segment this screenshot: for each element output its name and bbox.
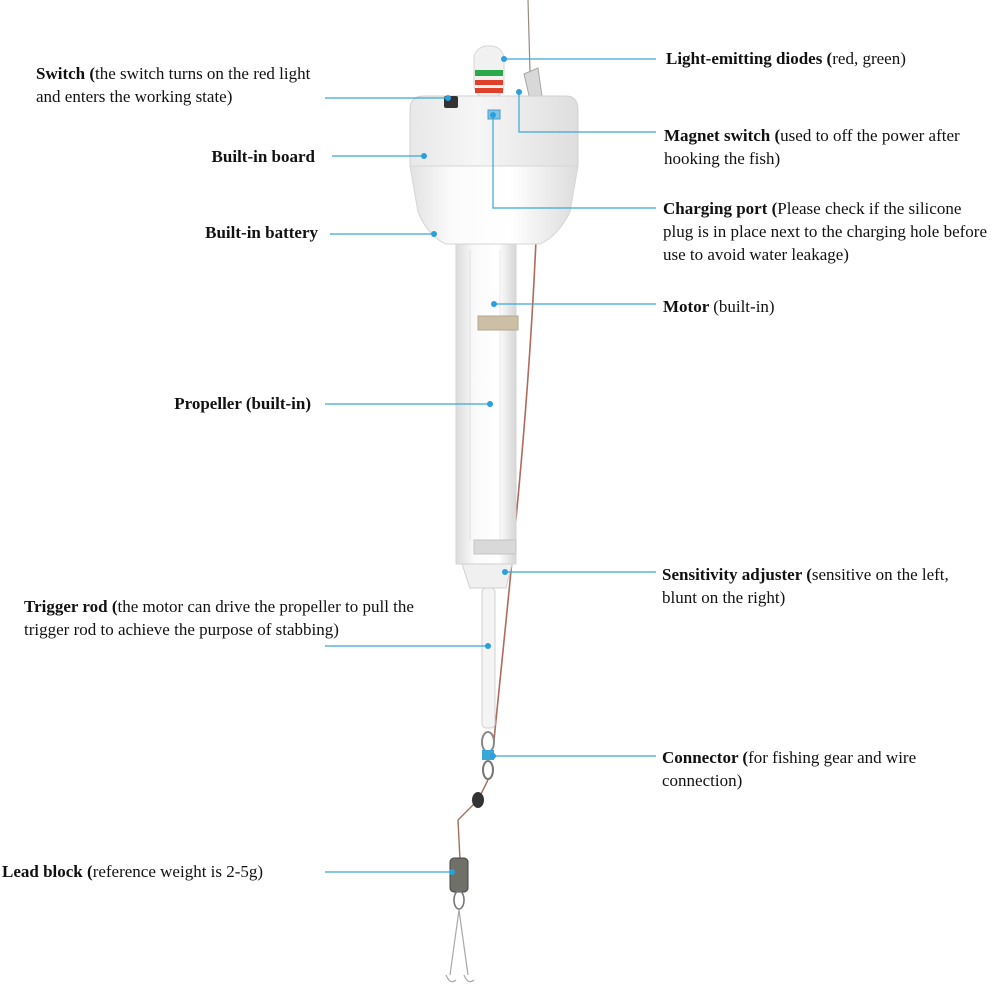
label-switch-desc: the switch turns on the red light and en… (36, 64, 311, 106)
hook-lines (445, 909, 475, 983)
lead-block-shape (449, 857, 469, 893)
label-sensitivity: Sensitivity adjuster (sensitive on the l… (662, 563, 982, 609)
label-lead-title: Lead block ( (2, 862, 93, 881)
leader-wire (457, 779, 489, 861)
label-connector-desc: for fishing gear and wire connection) (662, 748, 917, 790)
label-led-desc: red, green) (832, 49, 906, 68)
sensitivity-collar (461, 563, 513, 589)
bead (472, 792, 484, 808)
lower-window (473, 539, 517, 555)
label-magnet: Magnet switch (used to off the power aft… (664, 124, 994, 170)
fishing-line-side (493, 239, 537, 741)
label-switch-title: Switch ( (36, 64, 96, 83)
label-trigger-title: Trigger rod ( (24, 597, 118, 616)
label-magnet-title: Magnet switch ( (664, 126, 781, 145)
leader-magnet (518, 92, 656, 133)
battery-housing (409, 165, 579, 245)
label-battery-title: Built-in battery (205, 223, 318, 242)
label-led-title: Light-emitting diodes ( (666, 49, 833, 68)
fishing-line-top (527, 0, 531, 73)
label-charging: Charging port (Please check if the silic… (663, 197, 995, 266)
label-propeller: Propeller (built-in) (100, 392, 311, 415)
label-connector: Connector (for fishing gear and wire con… (662, 746, 982, 792)
label-board: Built-in board (120, 145, 315, 168)
label-sensitivity-title: Sensitivity adjuster ( (662, 565, 812, 584)
leader-lines (325, 58, 656, 873)
label-propeller-title: Propeller (built-in) (174, 394, 311, 413)
label-battery: Built-in battery (120, 221, 318, 244)
label-magnet-desc: used to off the power after hooking the … (664, 126, 960, 168)
leader-charging (492, 115, 656, 209)
magnet-clip (523, 67, 543, 101)
trigger-rod-shape (481, 587, 496, 729)
label-connector-title: Connector ( (662, 748, 749, 767)
label-switch: Switch (the switch turns on the red ligh… (36, 62, 336, 108)
top-housing (409, 95, 579, 167)
label-charging-desc: Please check if the silicone plug is in … (663, 199, 988, 264)
connector-swivel (481, 731, 495, 780)
label-charging-title: Charging port ( (663, 199, 778, 218)
label-trigger: Trigger rod (the motor can drive the pro… (24, 595, 449, 641)
led-indicator (473, 45, 505, 99)
label-led: Light-emitting diodes (red, green) (666, 47, 986, 70)
label-motor-title: Motor (663, 297, 714, 316)
motor-window (477, 315, 519, 331)
label-lead: Lead block (reference weight is 2-5g) (2, 860, 332, 883)
label-sensitivity-desc: sensitive on the left, blunt on the righ… (662, 565, 949, 607)
label-trigger-desc: the motor can drive the propeller to pul… (24, 597, 414, 639)
label-motor: Motor (built-in) (663, 295, 963, 318)
label-board-title: Built-in board (211, 147, 315, 166)
leader-dots (421, 56, 522, 875)
label-lead-desc: reference weight is 2-5g) (92, 862, 264, 881)
label-motor-desc: (built-in) (713, 297, 775, 316)
